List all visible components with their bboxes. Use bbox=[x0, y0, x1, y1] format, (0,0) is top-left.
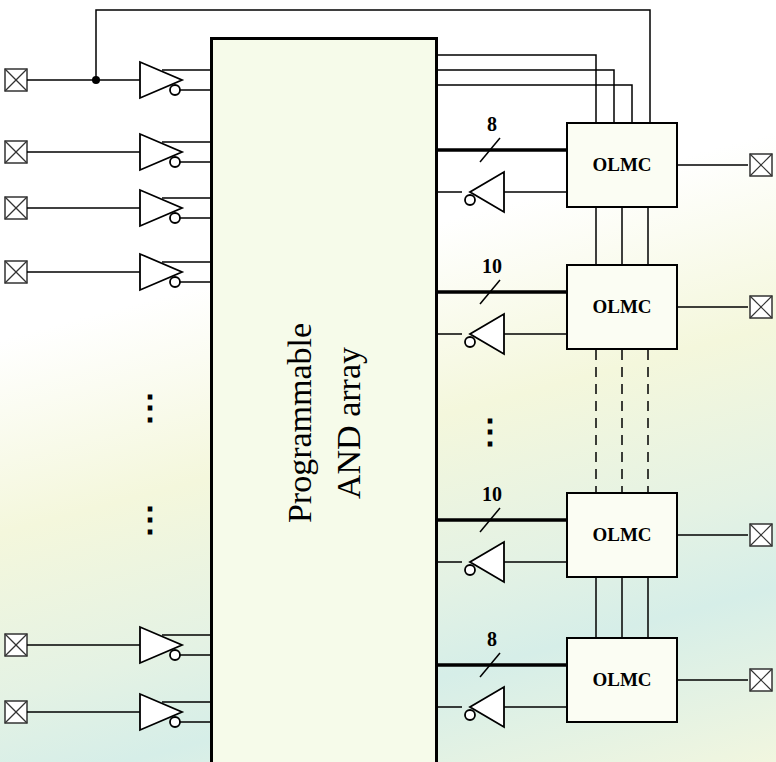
bus-width: 8 bbox=[487, 113, 497, 136]
bus-width: 10 bbox=[482, 483, 502, 506]
product-term-bus bbox=[438, 280, 566, 304]
product-term-bus bbox=[438, 653, 566, 677]
olmc-box: OLMC bbox=[566, 122, 678, 208]
bus-width: 10 bbox=[482, 255, 502, 278]
ellipsis-dots: ⋮ bbox=[133, 503, 167, 537]
block-name: OLMC bbox=[592, 524, 651, 546]
block-name: OLMC bbox=[592, 154, 651, 176]
olmc-link bbox=[596, 208, 648, 264]
olmc-box: OLMC bbox=[566, 492, 678, 578]
and-array-box: Programmable AND array bbox=[210, 37, 438, 762]
product-term-bus bbox=[438, 138, 566, 162]
olmc-box: OLMC bbox=[566, 264, 678, 350]
olmc-link bbox=[596, 350, 648, 492]
block-name: OLMC bbox=[592, 669, 651, 691]
olmc-link bbox=[596, 578, 648, 637]
array-title: Programmable AND array bbox=[275, 288, 374, 558]
ellipsis-dots: ⋮ bbox=[133, 391, 167, 425]
olmc-box: OLMC bbox=[566, 637, 678, 723]
bus-width: 8 bbox=[487, 628, 497, 651]
product-term-bus bbox=[438, 508, 566, 532]
ellipsis-dots: ⋮ bbox=[473, 415, 507, 449]
block-name: OLMC bbox=[592, 296, 651, 318]
